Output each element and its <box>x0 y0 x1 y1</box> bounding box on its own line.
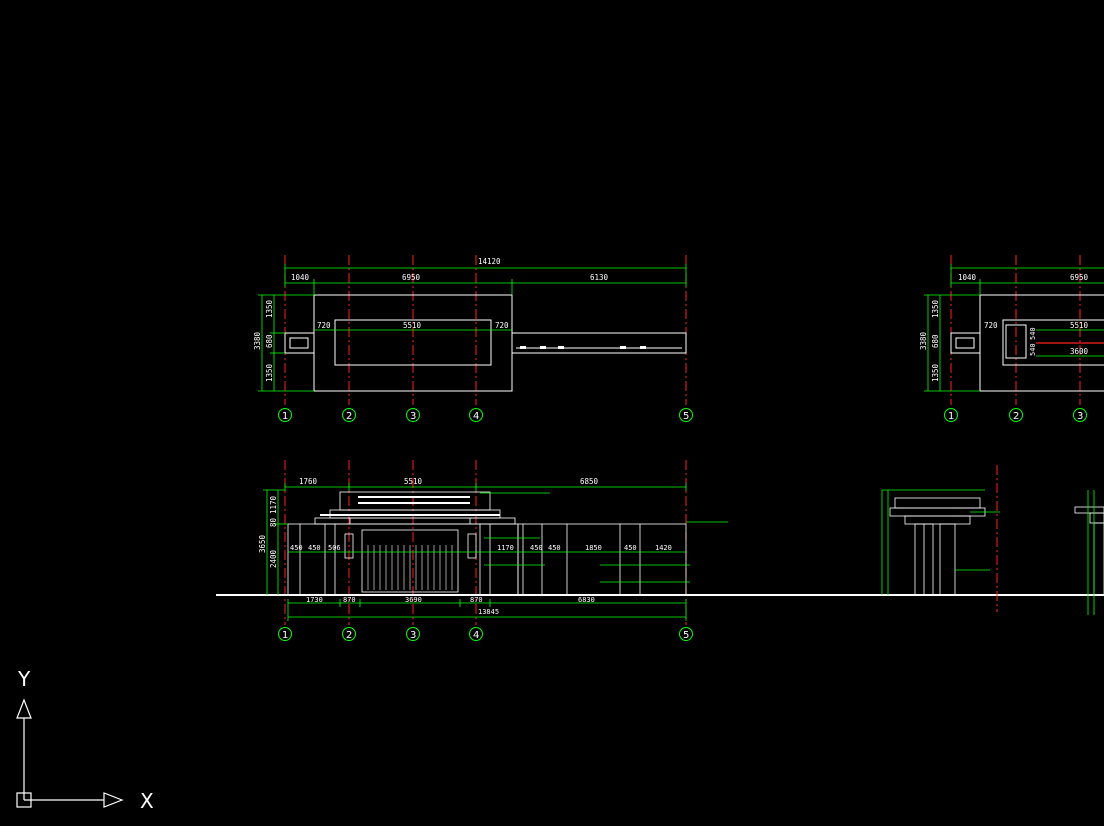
plan-right-inner-dim-1: 720 <box>984 321 998 330</box>
plan-left-dim-2: 6950 <box>402 273 421 282</box>
elev-row-dim-5: 450 <box>530 544 543 552</box>
elev-row-dim-6: 450 <box>548 544 561 552</box>
plan-right-wing <box>511 332 687 354</box>
elev-top-dim-3: 6850 <box>580 477 599 486</box>
plan-right-dim-1: 1040 <box>958 273 977 282</box>
elev-row-dim-8: 450 <box>624 544 637 552</box>
elev-row-dim-4: 1170 <box>497 544 514 552</box>
elev-axis-1: 1 <box>282 630 288 641</box>
elev-bottom-dim-2: 870 <box>343 596 356 604</box>
elev-bottom-total: 13845 <box>478 608 499 616</box>
plan-right-small-dim-2: 540 <box>1029 343 1037 356</box>
elev-row-dim-2: 450 <box>308 544 321 552</box>
elev-axis-2: 2 <box>346 630 352 641</box>
elev-vdim-2: 80 <box>269 517 278 527</box>
plan-left-vdim-total: 3380 <box>253 331 262 350</box>
plan-right-vdim-1: 1350 <box>931 299 940 318</box>
plan-left-vdim-3: 1350 <box>265 363 274 382</box>
elev-top-dim-2: 5510 <box>404 477 423 486</box>
plan-right-small-dim-1: 540 <box>1029 327 1037 340</box>
section-side-b <box>1074 490 1104 615</box>
elev-bottom-dim-1: 1730 <box>306 596 323 604</box>
ucs-icon: Y X <box>16 667 154 813</box>
plan-right-dim-2: 6950 <box>1070 273 1089 282</box>
plan-left-axis-1: 1 <box>282 411 288 422</box>
elev-vdim-3: 2400 <box>269 549 278 568</box>
plan-right-vdim-3: 1350 <box>931 363 940 382</box>
elevation-main: 1760 5510 6850 3650 1170 80 2400 450 450… <box>216 460 1104 641</box>
plan-right-vdim-2: 680 <box>931 334 940 348</box>
elev-vdim-1: 1170 <box>269 495 278 514</box>
plan-inner-outline <box>334 319 492 366</box>
elev-vdim-total: 3650 <box>258 534 267 553</box>
plan-right-vdim-total: 3380 <box>919 331 928 350</box>
plan-left-wing-inner <box>289 337 309 349</box>
elev-row-dim-9: 1420 <box>655 544 672 552</box>
ucs-x-label: X <box>140 789 154 813</box>
section-side-a <box>881 465 1000 612</box>
elev-axis-4: 4 <box>473 630 479 641</box>
plan-left-wing <box>284 332 315 354</box>
elev-axis-5: 5 <box>683 630 689 641</box>
plan-left-axis-5: 5 <box>683 411 689 422</box>
plan-left: 14120 1040 6950 6130 720 5510 720 3380 1… <box>253 255 693 422</box>
plan-left-vdim-1: 1350 <box>265 299 274 318</box>
elev-row-dim-3: 506 <box>328 544 341 552</box>
plan-right-axis-2: 2 <box>1013 411 1019 422</box>
ucs-y-label: Y <box>17 667 31 691</box>
plan-left-inner-dim-3: 720 <box>495 321 509 330</box>
plan-left-inner-dim-2: 5510 <box>403 321 422 330</box>
elev-axis-3: 3 <box>410 630 416 641</box>
plan-left-axis-4: 4 <box>473 411 479 422</box>
plan-right: 1040 6950 720 5510 3600 540 540 3380 135… <box>919 255 1104 422</box>
plan-right-mid-dim: 3600 <box>1070 347 1089 356</box>
elev-row-dim-7: 1850 <box>585 544 602 552</box>
plan-left-axis-2: 2 <box>346 411 352 422</box>
plan-right-axis-3: 3 <box>1077 411 1083 422</box>
elev-bottom-dim-5: 6830 <box>578 596 595 604</box>
elev-bottom-dim-3: 3690 <box>405 596 422 604</box>
plan-left-axis-3: 3 <box>410 411 416 422</box>
plan-right-inner-dim-2: 5510 <box>1070 321 1089 330</box>
elev-bottom-dim-4: 870 <box>470 596 483 604</box>
plan-left-inner-dim-1: 720 <box>317 321 331 330</box>
elev-top-dim-1: 1760 <box>299 477 318 486</box>
plan-left-dim-1: 1040 <box>291 273 310 282</box>
elev-row-dim-1: 450 <box>290 544 303 552</box>
plan-left-dim-3: 6130 <box>590 273 609 282</box>
plan-right-axis-1: 1 <box>948 411 954 422</box>
plan-left-vdim-2: 680 <box>265 334 274 348</box>
plan-left-total-dim: 14120 <box>478 257 501 266</box>
